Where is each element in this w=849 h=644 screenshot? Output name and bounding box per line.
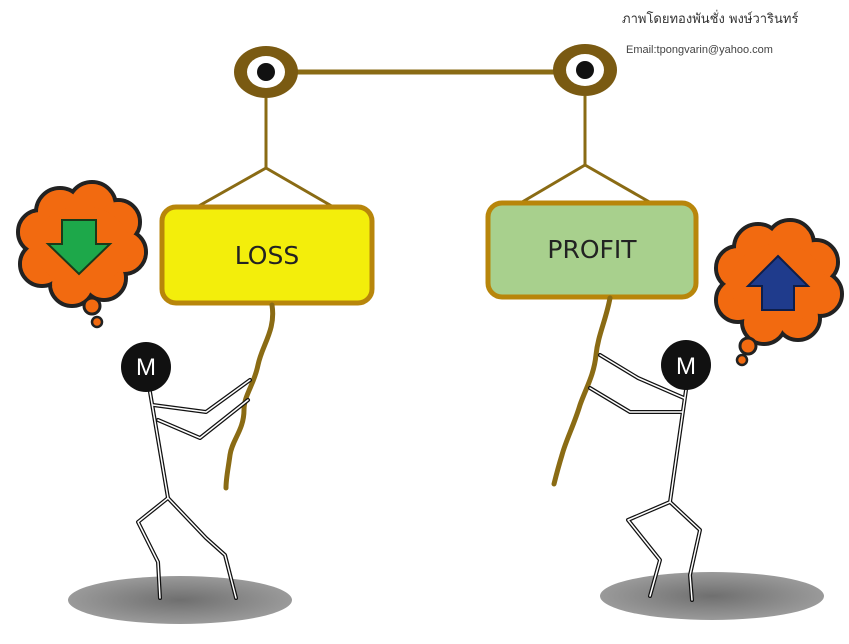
right-pull-rope	[551, 295, 613, 487]
right-stick-figure: M	[588, 340, 711, 602]
left-ground-shadow	[68, 576, 292, 624]
left-pulley	[234, 46, 298, 98]
left-pull-rope	[223, 302, 276, 491]
right-thought-bubble	[714, 218, 844, 367]
left-hanger-ropes	[187, 98, 343, 214]
right-hanger-ropes	[511, 96, 661, 210]
right-pulley	[553, 44, 617, 96]
left-figure-head-label: M	[136, 354, 156, 381]
up-arrow-icon	[745, 254, 811, 311]
loss-sign-label: LOSS	[235, 241, 299, 270]
right-ground-shadow	[600, 572, 824, 620]
profit-sign: PROFIT	[485, 200, 699, 300]
right-figure-head	[661, 340, 711, 390]
right-figure-head-label: M	[676, 353, 696, 380]
down-arrow-icon	[45, 219, 113, 276]
profit-sign-label: PROFIT	[547, 235, 637, 264]
left-stick-figure: M	[121, 342, 252, 600]
left-thought-bubble	[16, 180, 148, 329]
author-email: Email:tpongvarin@yahoo.com	[626, 44, 773, 56]
author-credit: ภาพโดยทองพันชั่ง พงษ์วารินทร์	[622, 12, 799, 27]
loss-sign: LOSS	[159, 204, 375, 306]
left-figure-head	[121, 342, 171, 392]
